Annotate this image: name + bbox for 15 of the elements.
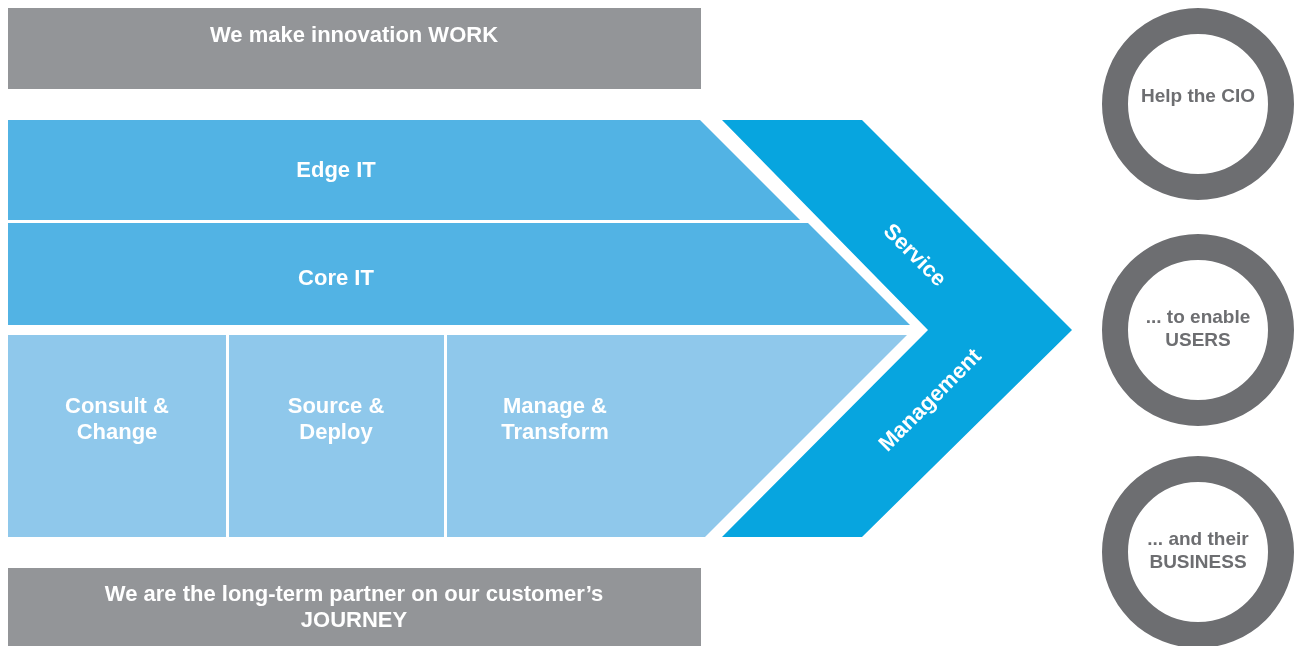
banner xyxy=(8,568,701,646)
section-label: Source & Deploy xyxy=(286,393,386,445)
band xyxy=(8,120,800,220)
section-label: Manage & Transform xyxy=(500,393,610,445)
circle-label: ... and their BUSINESS xyxy=(1146,527,1250,573)
banner-text: We are the long-term partner on our customer’s JOURNEY xyxy=(103,581,605,633)
banner-text: We make innovation WORK xyxy=(208,22,500,48)
band-section xyxy=(229,335,444,537)
circle-label: Help the CIO xyxy=(1140,84,1256,107)
section-label: Consult & Change xyxy=(64,393,170,445)
band-label: Edge IT xyxy=(295,157,377,183)
banner xyxy=(8,8,701,89)
circle-label: ... to enable USERS xyxy=(1144,305,1252,351)
band-label: Core IT xyxy=(297,265,375,291)
band-section xyxy=(8,335,226,537)
